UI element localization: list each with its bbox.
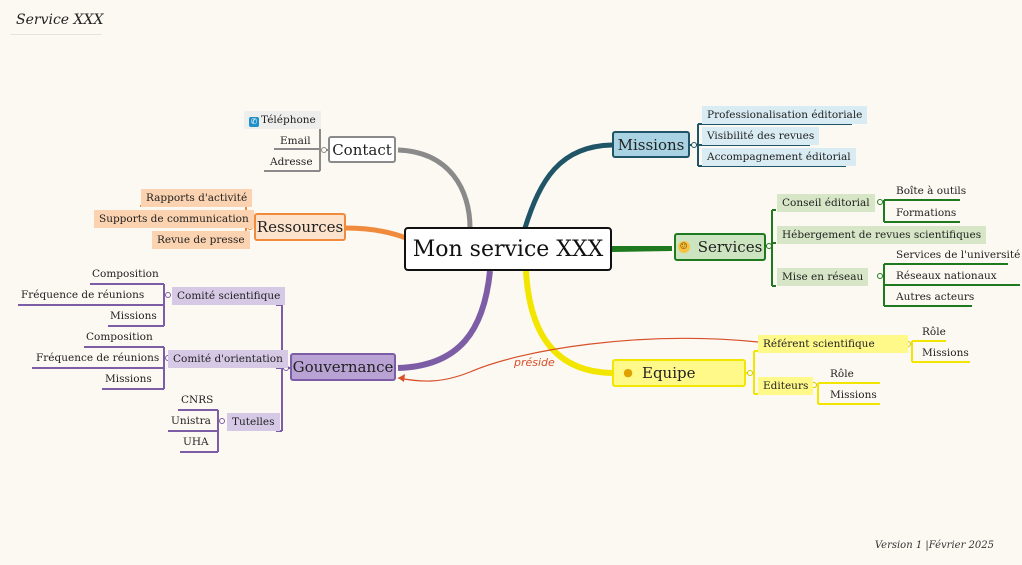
node-uha[interactable]: UHA: [183, 436, 209, 448]
title-underline: [10, 34, 102, 35]
junction-dots: [165, 142, 911, 424]
node-co-frequence[interactable]: Fréquence de réunions: [36, 352, 160, 364]
node-ressources[interactable]: Ressources: [254, 213, 346, 241]
node-comite-orientation[interactable]: Comité d'orientation: [168, 350, 288, 368]
node-ed-missions[interactable]: Missions: [830, 389, 877, 401]
node-cs-missions[interactable]: Missions: [110, 310, 157, 322]
node-rapports[interactable]: Rapports d'activité: [141, 189, 253, 207]
person-icon: ●: [623, 366, 633, 379]
node-gouvernance[interactable]: Gouvernance: [290, 353, 396, 381]
node-ref-missions[interactable]: Missions: [922, 347, 969, 359]
node-ed-role[interactable]: Rôle: [830, 368, 854, 380]
node-email[interactable]: Email: [280, 135, 311, 147]
node-supports[interactable]: Supports de communication: [94, 210, 254, 228]
node-visibilite[interactable]: Visibilité des revues: [702, 127, 820, 145]
version-footer: Version 1 |Février 2025: [874, 540, 994, 551]
phone-icon: ✆: [249, 117, 259, 127]
node-hebergement[interactable]: Hébergement de revues scientifiques: [777, 226, 987, 244]
branch-ressources: [345, 225, 407, 241]
node-accompagnement[interactable]: Accompagnement éditorial: [702, 148, 856, 166]
node-missions[interactable]: Missions: [612, 131, 690, 158]
branch-equipe: [523, 270, 613, 376]
node-professionalisation[interactable]: Professionalisation éditoriale: [702, 106, 868, 124]
node-cnrs[interactable]: CNRS: [181, 394, 214, 406]
node-cs-composition[interactable]: Composition: [92, 268, 159, 280]
node-equipe[interactable]: ● Equipe: [612, 359, 746, 387]
missions-connectors: [690, 123, 852, 167]
node-ref-role[interactable]: Rôle: [922, 326, 946, 338]
relation-arrowhead: [398, 374, 405, 382]
node-formations[interactable]: Formations: [896, 207, 957, 219]
node-co-missions[interactable]: Missions: [105, 373, 152, 385]
node-cs-frequence[interactable]: Fréquence de réunions: [21, 289, 145, 301]
node-services-universite[interactable]: Services de l'université: [896, 249, 1021, 261]
branch-contact: [397, 147, 473, 229]
node-reseaux-nationaux[interactable]: Réseaux nationaux: [896, 270, 997, 282]
node-tutelles[interactable]: Tutelles: [227, 413, 280, 431]
node-comite-scientifique[interactable]: Comité scientifique: [172, 287, 286, 305]
services-connectors: [766, 199, 1020, 307]
node-conseil-editorial[interactable]: Conseil éditorial: [777, 194, 875, 212]
node-mise-en-reseau[interactable]: Mise en réseau: [777, 268, 869, 286]
node-boite-outils[interactable]: Boîte à outils: [896, 185, 967, 197]
branch-missions: [522, 142, 613, 229]
node-telephone[interactable]: ✆Téléphone: [244, 111, 321, 129]
node-services-label: Services: [697, 238, 763, 256]
node-equipe-label: Equipe: [642, 364, 696, 382]
node-services[interactable]: ☺ Services: [674, 233, 766, 261]
smiley-icon: ☺: [677, 241, 690, 253]
node-contact[interactable]: Contact: [328, 136, 396, 163]
branch-services: [612, 246, 672, 252]
node-revue-presse[interactable]: Revue de presse: [152, 231, 250, 249]
relation-label-preside: préside: [514, 356, 555, 369]
node-autres-acteurs[interactable]: Autres acteurs: [896, 291, 975, 303]
page-title: Service XXX: [16, 12, 104, 28]
node-unistra[interactable]: Unistra: [171, 415, 211, 427]
node-telephone-label: Téléphone: [261, 114, 316, 126]
central-node[interactable]: Mon service XXX: [404, 227, 612, 271]
node-editeurs[interactable]: Editeurs: [758, 377, 814, 395]
relation-arrow: [397, 337, 759, 382]
node-referent-scientifique[interactable]: Référent scientifique: [758, 335, 908, 353]
node-adresse[interactable]: Adresse: [270, 156, 313, 168]
node-co-composition[interactable]: Composition: [86, 331, 153, 343]
branch-gouvernance: [397, 270, 493, 371]
